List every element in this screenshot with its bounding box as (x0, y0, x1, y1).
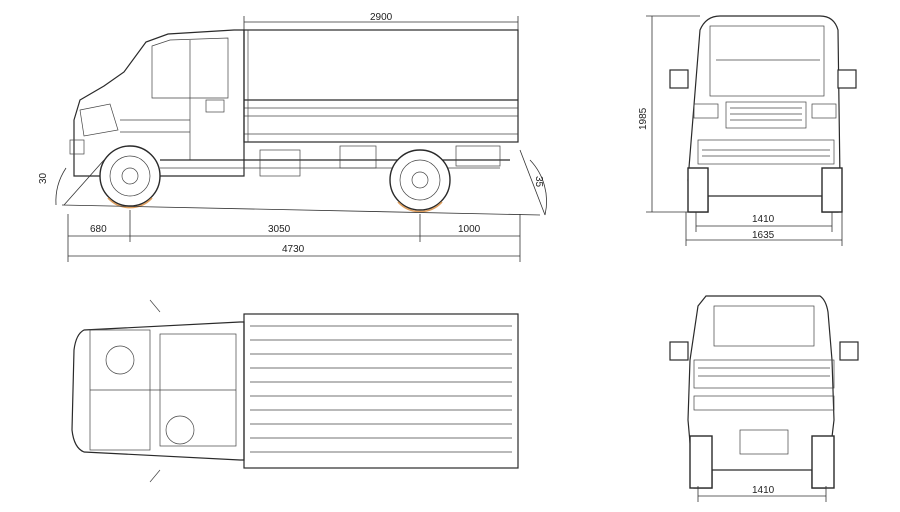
rear-overhang-label: 1000 (458, 224, 481, 235)
rear-track-label: 1410 (752, 485, 775, 496)
departure-angle-arc (529, 159, 547, 216)
side-cab (69, 29, 245, 177)
overall-height-label: 1985 (638, 107, 649, 130)
wheelbase-label: 3050 (268, 224, 291, 235)
departure-angle-line (519, 149, 546, 216)
side-view: 30 35 2900 680 3050 1000 4730 (38, 12, 547, 262)
side-front-wheel (99, 145, 161, 209)
top-cargo-slats (250, 325, 512, 453)
ground-line (61, 204, 541, 216)
approach-angle-line (63, 159, 105, 206)
front-track-label: 1410 (752, 214, 775, 225)
front-view: 1985 1410 1635 (638, 15, 857, 246)
side-rear-wheel (389, 149, 451, 213)
approach-angle-label: 30 (38, 172, 49, 184)
rear-view: 1410 (669, 295, 859, 502)
side-cargo-box (243, 29, 519, 143)
side-chassis (160, 145, 510, 177)
front-overhang-label: 680 (90, 224, 107, 235)
overall-length-label: 4730 (282, 244, 305, 255)
approach-angle-arc (55, 167, 67, 206)
top-view (71, 299, 519, 483)
cargo-length-label: 2900 (370, 12, 393, 23)
overall-width-label: 1635 (752, 230, 775, 241)
departure-angle-label: 35 (533, 176, 544, 188)
